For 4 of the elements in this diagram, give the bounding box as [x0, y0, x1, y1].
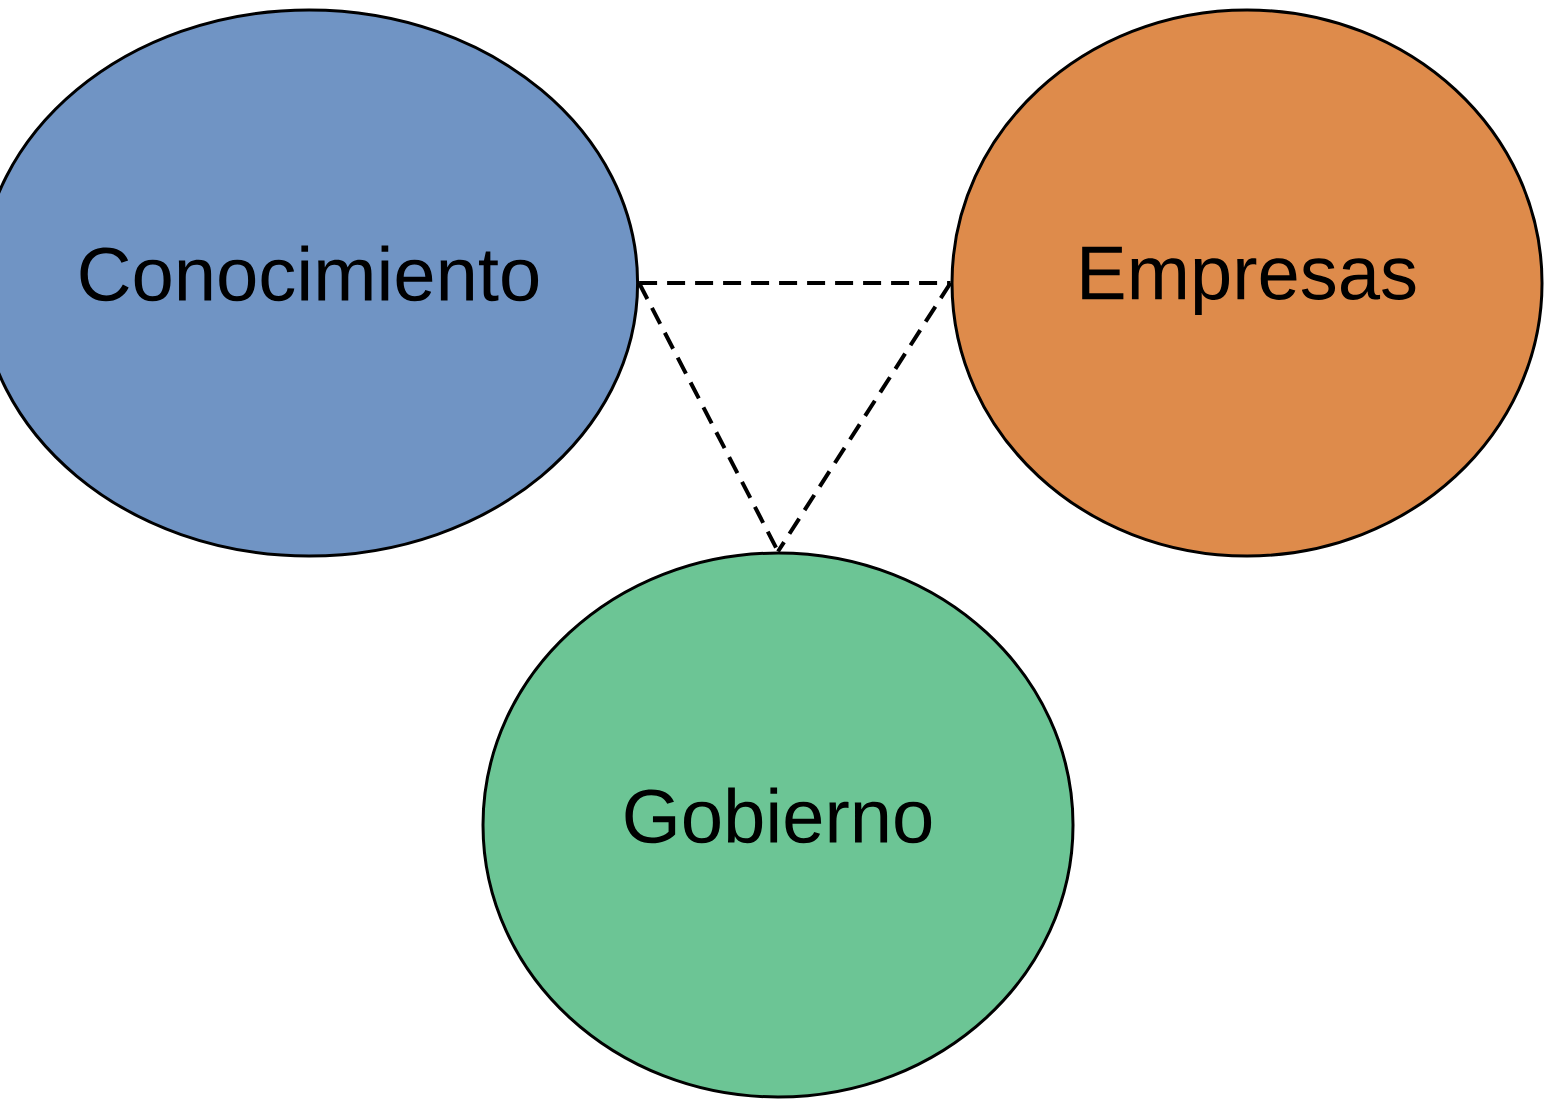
- connector-line: [639, 281, 951, 285]
- ellipse-node: Gobierno: [481, 551, 1075, 1099]
- connector-line: [776, 281, 953, 553]
- ellipse-node: Empresas: [950, 8, 1544, 558]
